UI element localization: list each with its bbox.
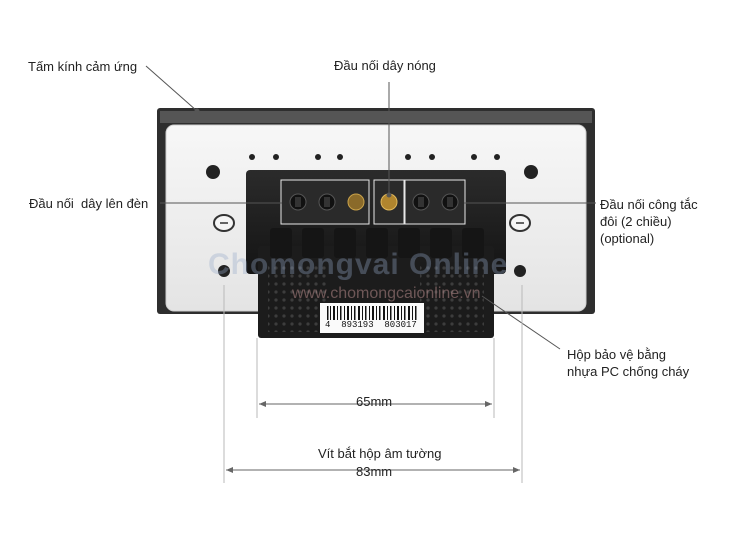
label-pc-box: Hộp bảo vệ bằng nhựa PC chống cháy (567, 346, 689, 380)
barcode-digits: 4 893193 803017 (325, 320, 417, 330)
leader-pcbox (481, 295, 561, 350)
label-glass-panel: Tấm kính cảm ứng (28, 59, 138, 74)
label-pc-box-line1: Hộp bảo vệ bằng (567, 347, 667, 362)
label-wall-screw: Vít bắt hộp âm tường (318, 446, 442, 461)
label-pc-box-line2: nhựa PC chống cháy (567, 364, 690, 379)
label-two-way-line1: Đầu nối công tắc (600, 197, 698, 212)
label-two-way-line2: đôi (2 chiều) (600, 214, 672, 229)
label-two-way-line3: (optional) (600, 231, 655, 246)
label-two-way: Đầu nối công tắc đôi (2 chiều) (optional… (600, 196, 698, 247)
label-hot-wire: Đầu nối dây nóng (334, 58, 436, 73)
leader-glass (145, 65, 198, 112)
label-dim-83: 83mm (356, 464, 393, 479)
plate-holes (206, 154, 538, 277)
label-dim-65: 65mm (356, 394, 393, 409)
label-lamp-wire: Đầu nối dây lên đèn (29, 196, 149, 211)
watermark-url: www.chomongcaionline.vn (292, 285, 481, 302)
watermark-main: Chomongvai Online (208, 248, 509, 281)
